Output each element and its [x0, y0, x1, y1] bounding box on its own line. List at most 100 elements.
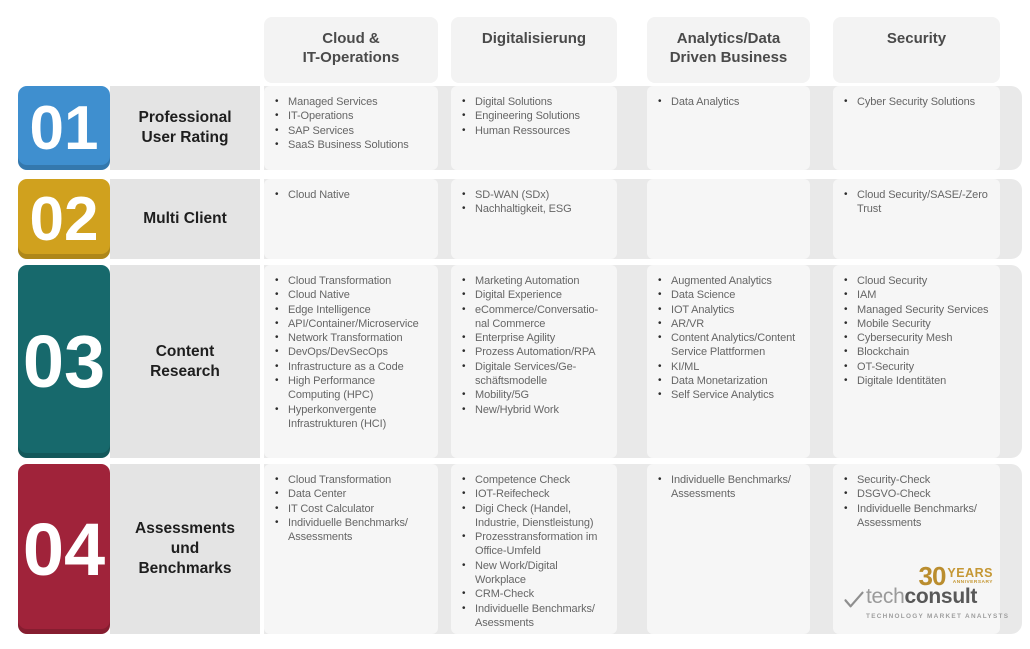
cell-04-analytics: • Individuelle Benchmarks/​Assessments	[647, 464, 810, 634]
list-item-text: Individuelle Benchmarks/​Assessments	[288, 516, 408, 544]
list-item: •Individuelle Benchmarks/​Asessments	[462, 602, 609, 631]
bullet-icon: •	[462, 275, 466, 286]
cell-01-digitalisierung: •Digital Solutions•Engineering Solutions…	[451, 86, 617, 170]
anniversary-text: YEARS ANNIVERSARY	[947, 567, 993, 585]
bullet-icon: •	[462, 289, 466, 301]
list-item: •KI/​ML	[658, 360, 802, 374]
list-item-text: Individuelle Benchmarks/​Assessments	[671, 474, 791, 501]
list-item-text: Human Ressources	[475, 124, 570, 137]
list-item-text: Data Analytics	[671, 96, 740, 108]
topic-list: •Competence Check•IOT-Reifecheck•Digi Ch…	[462, 473, 609, 630]
topic-list: • Cloud Transformation•Data Center•IT Cos…	[275, 473, 430, 544]
list-item-text: Cloud Transformation	[288, 474, 392, 486]
topic-list: •Cloud Security•IAM•Managed Security Ser…	[844, 274, 992, 388]
row-content-band: • Cloud Transformation•Data Center•IT Cos…	[264, 464, 1022, 634]
list-item-text: IOT Analytics	[671, 303, 735, 316]
bullet-icon: •	[462, 203, 466, 215]
bullet-icon: •	[844, 289, 848, 301]
column-header-security: Security	[833, 17, 1000, 83]
bullet-icon: •	[462, 346, 466, 358]
bullet-icon: •	[275, 474, 279, 485]
list-item: •IT Cost Calculator	[275, 502, 430, 516]
list-item-text: Nachhaltigkeit, ESG	[475, 203, 572, 216]
list-item: •Digitale Identitäten	[844, 374, 992, 388]
list-item: •Cloud Transformation	[275, 274, 430, 288]
topic-list: •Augmented Analytics•Data Science•IOT An…	[658, 274, 802, 403]
list-item: •Data Center	[275, 487, 430, 501]
list-item: • Nachhaltigkeit, ESG	[462, 202, 609, 216]
list-item: • Cloud Transformation	[275, 473, 430, 487]
bullet-icon: •	[275, 289, 279, 301]
bullet-icon: •	[658, 375, 662, 387]
anniversary-label: ANNIVERSARY	[952, 580, 993, 585]
anniversary-years-label: YEARS	[947, 566, 993, 580]
bullet-icon: •	[462, 488, 466, 500]
logo-tagline: TECHNOLOGY MARKET ANALYSTS	[866, 613, 1010, 620]
list-item: •Digi Check (Handel, Industrie, Dienstle…	[462, 502, 609, 531]
bullet-icon: •	[658, 317, 662, 329]
list-item: •Digital Experience	[462, 288, 609, 302]
list-item: • Data Science	[658, 288, 802, 302]
topic-list: • Individuelle Benchmarks/​Assessments	[658, 473, 802, 502]
row-number: 01	[29, 93, 99, 163]
list-item-text: Data Monetarization	[671, 375, 768, 388]
list-item: • Hyperkonvergente Infrastrukturen (HCI)	[275, 403, 430, 432]
list-item: •Individuelle Benchmarks/​Assessments	[275, 516, 430, 545]
list-item-text: Infrastructure as a Code	[288, 360, 404, 373]
cell-01-cloud: •Managed Services•IT-Operations•SAP Serv…	[264, 86, 438, 170]
column-header-label: Analytics/Data Driven Business	[669, 30, 788, 66]
list-item-text: Managed Security Services	[857, 303, 989, 316]
bullet-icon: •	[844, 502, 848, 514]
list-item-text: DevOps/​DevSecOps	[288, 346, 388, 359]
list-item-text: Digitale Services/​Ge-schäftsmodelle	[475, 360, 577, 388]
list-item-text: Individuelle Benchmarks/​Assessments	[857, 502, 977, 529]
list-item: •IOT Analytics	[658, 303, 802, 317]
list-item-text: Marketing Automation	[475, 275, 580, 287]
bullet-icon: •	[275, 403, 279, 415]
bullet-icon: •	[275, 275, 279, 286]
bullet-icon: •	[275, 96, 279, 107]
list-item-text: Network Transformation	[288, 332, 403, 345]
column-header-label: Cloud & IT-Operations	[302, 30, 400, 66]
list-item-text: Data Science	[671, 289, 736, 302]
bullet-icon: •	[844, 346, 848, 358]
bullet-icon: •	[658, 332, 662, 344]
bullet-icon: •	[658, 289, 662, 301]
row-title: Professional User Rating	[138, 109, 232, 146]
list-item: •Digitale Services/​Ge-schäftsmodelle	[462, 360, 609, 389]
bullet-icon: •	[462, 332, 466, 344]
row-01: 01 Professional User Rating •Managed Servi…	[0, 86, 1030, 170]
list-item-text: Cyber Security Solutions	[857, 96, 976, 108]
bullet-icon: •	[844, 189, 848, 200]
row-content-band: •Cloud Native•SD-WAN (SDx)•Nachhaltigkei…	[264, 179, 1022, 259]
bullet-icon: •	[658, 474, 662, 485]
list-item-text: Hyperkonvergente Infrastrukturen (HCI)	[288, 403, 387, 430]
list-item: •Cloud Native	[275, 288, 430, 302]
list-item: •CRM-Check	[462, 587, 609, 601]
list-item: •DSGVO-Check	[844, 487, 992, 501]
row-number-badge-03: 03	[18, 265, 110, 458]
topic-list: •Digital Solutions•Engineering Solutions…	[462, 95, 609, 138]
list-item-text: Cloud Security/​SASE/​-Zero Trust	[857, 189, 988, 216]
list-item: •eCommerce/​Conversatio-nal Commerce	[462, 303, 609, 332]
row-title-band: Content Research	[110, 265, 260, 458]
list-item-text: Self Service Analytics	[671, 389, 774, 402]
list-item: •IOT-Reifecheck	[462, 487, 609, 501]
list-item-text: eCommerce/​Conversatio-nal Commerce	[475, 303, 599, 330]
cell-03-security: •Cloud Security•IAM•Managed Security Ser…	[833, 265, 1000, 458]
cell-02-security: • Cloud Security/​SASE/​-Zero Trust	[833, 179, 1000, 259]
cell-03-digitalisierung: • Marketing Automation•Digital Experience…	[451, 265, 617, 458]
list-item-text: SD-WAN (SDx)	[475, 189, 550, 201]
cell-04-cloud: • Cloud Transformation•Data Center•IT Cos…	[264, 464, 438, 634]
row-title-band: Multi Client	[110, 179, 260, 259]
topic-list: •Cyber Security Solutions	[844, 95, 992, 109]
list-item: • Individuelle Benchmarks/​Assessments	[658, 473, 802, 502]
cell-02-digitalisierung: • SD-WAN (SDx)• Nachhaltigkeit, ESG	[451, 179, 617, 259]
list-item: •Self Service Analytics	[658, 388, 802, 402]
list-item-text: Security-Check	[857, 474, 931, 486]
list-item-text: SAP Services	[288, 124, 354, 137]
bullet-icon: •	[275, 189, 279, 200]
